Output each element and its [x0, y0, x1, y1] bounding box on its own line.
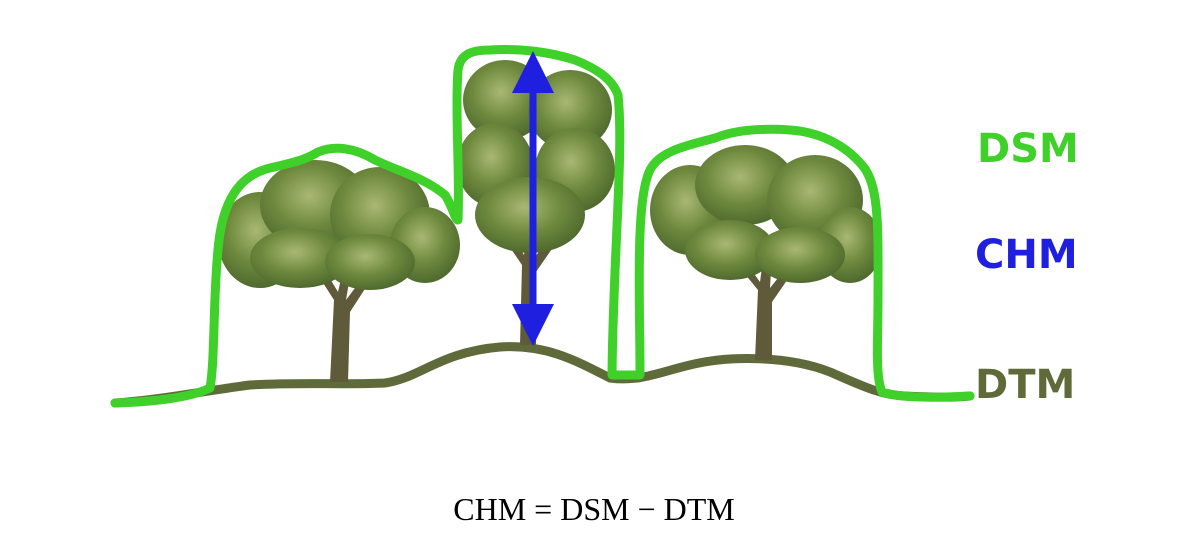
dtm-label: DTM	[975, 362, 1075, 408]
dtm-terrain-line	[110, 342, 975, 408]
dsm-label: DSM	[977, 126, 1079, 172]
dsm-surface-outline	[110, 45, 975, 408]
chm-formula: CHM = DSM − DTM	[453, 491, 734, 527]
chm-label: CHM	[975, 232, 1078, 278]
right-tree	[650, 145, 882, 360]
left-tree	[218, 160, 460, 382]
left-tree-trunk	[318, 262, 370, 382]
